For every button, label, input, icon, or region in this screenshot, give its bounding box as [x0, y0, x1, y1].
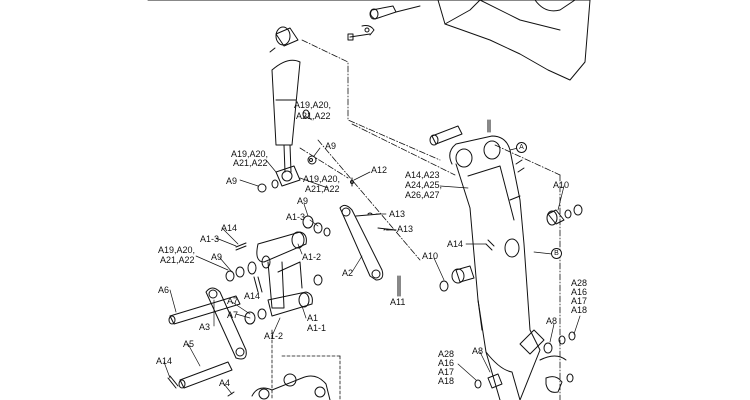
reference-lines: [299, 39, 561, 400]
callout-a26-a27: A26,A27: [405, 190, 440, 200]
arm-top-pin: [429, 119, 491, 146]
callout-a21-a22: A21,A22: [233, 158, 268, 168]
callout-a24-a25: A24,A25,: [405, 180, 443, 190]
callout-a28: A28: [571, 278, 588, 288]
callout-a21-a22: A21,A22: [296, 111, 331, 121]
bucket-link-a4: [227, 373, 331, 400]
callout-a21-a22: A21,A22: [305, 184, 340, 194]
callout-a3: A3: [199, 322, 211, 332]
arm-bushings: [439, 204, 583, 292]
callout-a8: A8: [546, 316, 558, 326]
callout-a9: A9: [226, 176, 238, 186]
small-pins: [235, 242, 263, 293]
callout-a1-3: A1-3: [200, 234, 220, 244]
top-pin: [369, 5, 421, 20]
callout-a10: A10: [422, 251, 439, 261]
reference-marker-a: A: [516, 142, 527, 153]
link-a2: [339, 204, 384, 281]
callout-a14: A14: [156, 356, 173, 366]
callout-a19-a20: A19,A20,: [231, 149, 269, 159]
callout-a13: A13: [397, 224, 414, 234]
callout-a10: A10: [553, 180, 570, 190]
cylinder-hardware: [257, 109, 317, 193]
callout-a1-2: A1-2: [264, 331, 284, 341]
callout-a8: A8: [472, 346, 484, 356]
bushings-mid: [302, 215, 331, 237]
top-bolt: [347, 25, 375, 41]
arm-tip: [474, 329, 576, 393]
callout-a7: A7: [227, 296, 239, 306]
construction-lines: [271, 329, 341, 400]
arm: [449, 135, 541, 400]
link-a3: [205, 287, 247, 360]
callout-a21-a22: A21,A22: [160, 255, 195, 265]
callout-a19-a20: A19,A20,: [303, 174, 341, 184]
callout-a18: A18: [438, 376, 455, 386]
callout-a14: A14: [221, 223, 238, 233]
callout-a1-3: A1-3: [286, 212, 306, 222]
callout-a16: A16: [438, 358, 455, 368]
bucket-outline: [437, 0, 591, 81]
callout-a19-a20: A19,A20,: [294, 100, 332, 110]
callout-a18: A18: [571, 305, 588, 315]
idler-link-assembly: [256, 231, 313, 317]
callout-a17: A17: [438, 367, 455, 377]
callout-a1-2: A1-2: [302, 252, 322, 262]
callout-a28: A28: [438, 349, 455, 359]
bushings-left: [225, 255, 323, 325]
bucket-cylinder: [269, 26, 301, 187]
callout-a4: A4: [219, 378, 231, 388]
callout-a11: A11: [390, 297, 406, 307]
reference-marker-b: B: [551, 248, 562, 259]
callout-a9: A9: [325, 141, 337, 151]
callout-a7: A7: [227, 310, 239, 320]
callout-a14-a23: A14,A23: [405, 170, 440, 180]
callout-a1-1: A1-1: [307, 323, 327, 333]
pin-a5: [167, 361, 233, 389]
callout-a19-a20: A19,A20,: [158, 245, 196, 255]
callout-a2: A2: [342, 268, 354, 278]
callout-a16: A16: [571, 287, 588, 297]
callout-a14: A14: [244, 291, 261, 301]
callout-a13: A13: [389, 209, 406, 219]
callout-a6: A6: [158, 285, 170, 295]
callout-a5: A5: [183, 339, 195, 349]
callout-a14: A14: [447, 239, 464, 249]
callout-a12: A12: [371, 165, 388, 175]
callout-a17: A17: [571, 296, 588, 306]
callout-a9: A9: [211, 252, 223, 262]
callout-a9: A9: [297, 196, 309, 206]
callout-a1: A1: [307, 313, 319, 323]
leader-lines: [163, 115, 581, 395]
